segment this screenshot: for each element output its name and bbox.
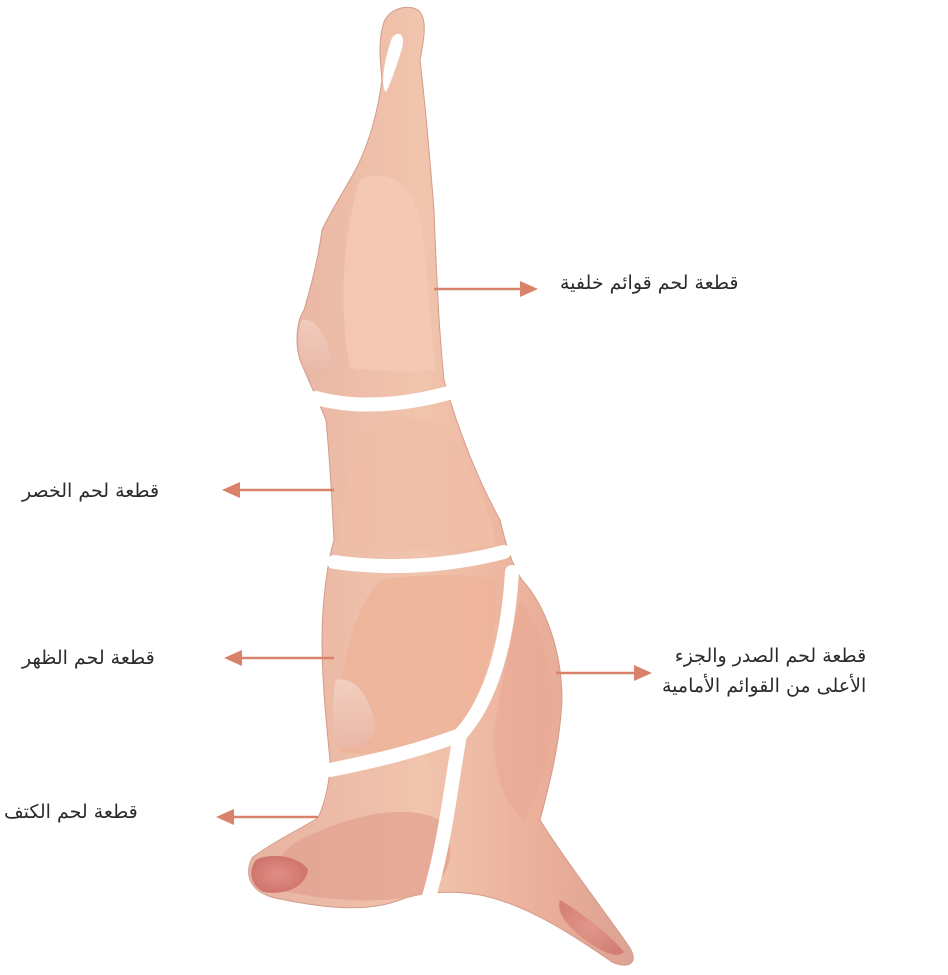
label-hind-leg: قطعة لحم قوائم خلفية bbox=[560, 268, 739, 298]
arrow-shoulder bbox=[216, 809, 318, 825]
arrow-hind-leg bbox=[434, 281, 538, 297]
label-brisket-line2: الأعلى من القوائم الأمامية bbox=[662, 671, 866, 701]
label-brisket: قطعة لحم الصدر والجزء الأعلى من القوائم … bbox=[662, 641, 866, 701]
shoulder-muscle bbox=[276, 812, 450, 901]
label-back-text: قطعة لحم الظهر bbox=[22, 643, 155, 673]
label-hind-leg-text: قطعة لحم قوائم خلفية bbox=[560, 268, 739, 298]
arrow-brisket bbox=[556, 665, 652, 681]
label-back: قطعة لحم الظهر bbox=[22, 643, 155, 673]
label-shoulder: قطعة لحم الكتف bbox=[4, 797, 138, 827]
arrow-flank bbox=[222, 482, 334, 498]
label-flank: قطعة لحم الخصر bbox=[22, 476, 159, 506]
label-brisket-line1: قطعة لحم الصدر والجزء bbox=[662, 641, 866, 671]
label-flank-text: قطعة لحم الخصر bbox=[22, 476, 159, 506]
arrow-back bbox=[224, 650, 334, 666]
label-shoulder-text: قطعة لحم الكتف bbox=[4, 797, 138, 827]
